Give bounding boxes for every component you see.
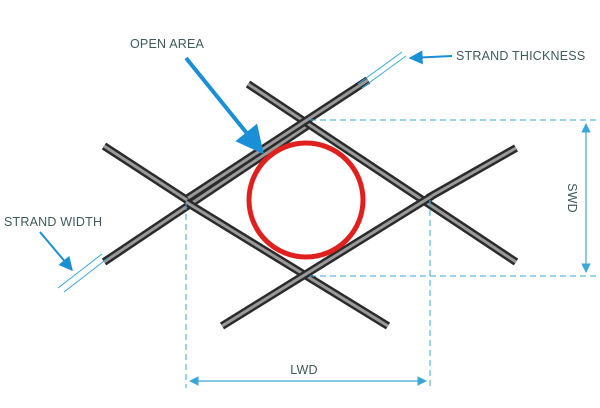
swd-label: SWD (565, 183, 579, 213)
strand-right-upper (426, 144, 518, 202)
strand-center-down (183, 198, 391, 330)
strand-grid (101, 76, 519, 330)
strand-width-marks (57, 253, 109, 293)
strand-top-left (245, 80, 519, 266)
strand-upper-left (101, 142, 193, 206)
strand-thickness-marks (357, 51, 407, 89)
strand-width-label: STRAND WIDTH (4, 215, 102, 229)
open-area-label: OPEN AREA (130, 37, 205, 51)
strand-lower-left-long (101, 120, 313, 266)
strand-thickness-label: STRAND THICKNESS (456, 49, 585, 63)
strand-top-right (185, 76, 371, 202)
strand-thickness-pointer (408, 50, 453, 65)
strand-bottom-long (219, 192, 435, 330)
open-area-circle (246, 140, 366, 260)
dimension-guides (185, 119, 600, 388)
open-area-pointer (184, 56, 264, 155)
strand-width-pointer (39, 231, 73, 272)
lwd-label: LWD (290, 363, 317, 377)
